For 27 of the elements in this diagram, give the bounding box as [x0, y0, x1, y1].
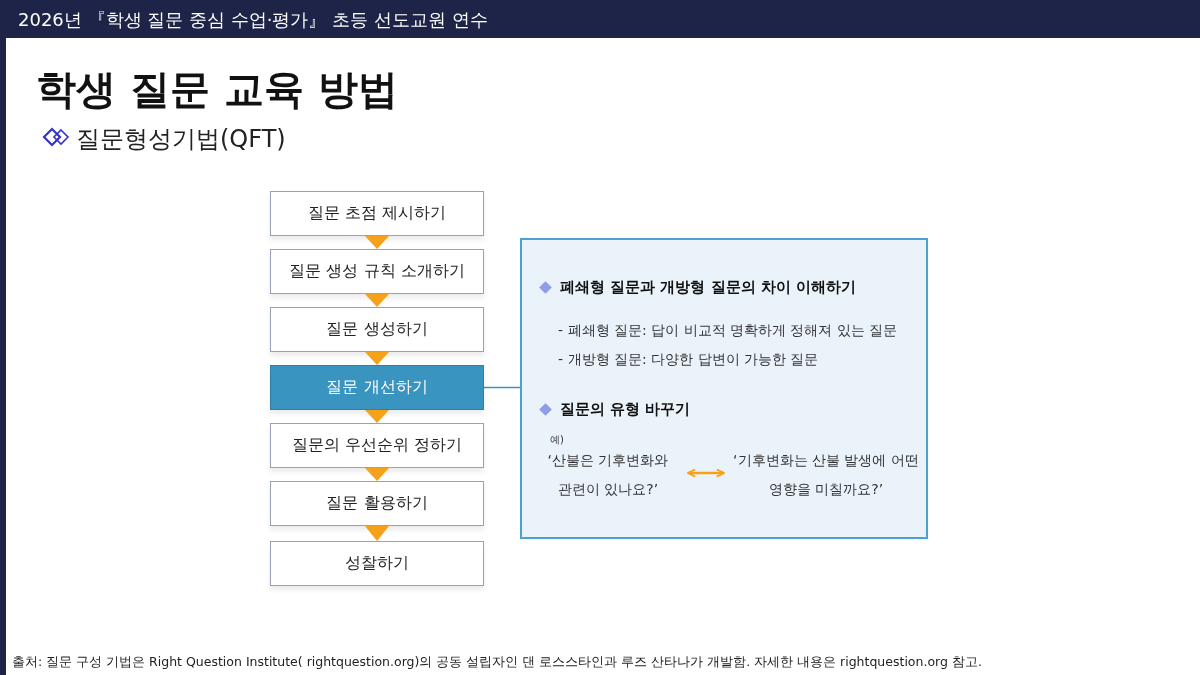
- connector-line: [483, 386, 521, 389]
- step-box: 질문 활용하기: [270, 481, 484, 526]
- header-text: 2026년 『학생 질문 중심 수업·평가』 초등 선도교원 연수: [18, 8, 488, 32]
- panel-heading: 질문의 유형 바꾸기: [560, 400, 691, 419]
- step-box: 질문 생성하기: [270, 307, 484, 352]
- highlighted-step-box: 질문 개선하기: [270, 365, 484, 410]
- subtitle: 질문형성기법(QFT): [76, 124, 286, 155]
- step-box: 질문 생성 규칙 소개하기: [270, 249, 484, 294]
- step-box: 질문 초점 제시하기: [270, 191, 484, 236]
- panel-text: - 개방형 질문: 다양한 답변이 가능한 질문: [558, 351, 819, 369]
- slide-title: 학생 질문 교육 방법: [36, 65, 398, 114]
- example-question: ‘산불은 기후변화와 관련이 있나요?’: [530, 446, 686, 504]
- chevron-arrow: [365, 294, 389, 307]
- chevron-arrow: [365, 352, 389, 365]
- panel-heading: 폐쇄형 질문과 개방형 질문의 차이 이해하기: [560, 278, 857, 297]
- chevron-arrow: [365, 468, 389, 481]
- double-arrow: [687, 468, 725, 478]
- chevron-arrow: [365, 526, 389, 541]
- chevron-arrow: [365, 410, 389, 423]
- panel-text: - 폐쇄형 질문: 답이 비교적 명확하게 정해져 있는 질문: [558, 322, 898, 340]
- example-label: 예): [550, 433, 564, 447]
- step-box: 질문의 우선순위 정하기: [270, 423, 484, 468]
- info-panel: [520, 238, 928, 539]
- chevron-arrow: [365, 236, 389, 249]
- step-box: 성찰하기: [270, 541, 484, 586]
- example-question: ‘기후변화는 산불 발생에 어떤 영향을 미칠까요?’: [730, 446, 922, 504]
- source-note: 출처: 질문 구성 기법은 Right Question Institute( rightquestion.org)의 공동 설립자인 댄 로스스타인과 루즈 산타나가 개발함. 자세한 내용은 rightquestion.org 참고.: [12, 654, 982, 671]
